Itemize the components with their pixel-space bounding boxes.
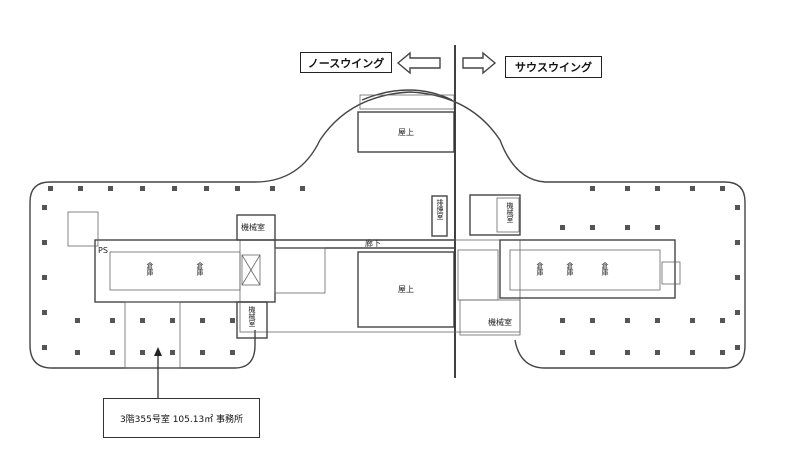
warehouse-s3-label: 倉庫	[601, 261, 609, 277]
column	[78, 186, 83, 191]
column	[140, 318, 145, 323]
warehouse-s2-label: 倉庫	[566, 261, 574, 277]
column	[735, 310, 740, 315]
column	[42, 345, 47, 350]
column	[75, 318, 80, 323]
column	[735, 275, 740, 280]
structural-columns	[42, 186, 740, 355]
room-callout: 3階355号室 105.13㎡ 事務所	[103, 398, 260, 438]
column	[200, 350, 205, 355]
column	[140, 350, 145, 355]
column	[270, 186, 275, 191]
column	[560, 225, 565, 230]
south-wing-label: サウスウイング	[505, 56, 602, 78]
column	[300, 186, 305, 191]
column	[42, 275, 47, 280]
column	[230, 350, 235, 355]
column	[625, 225, 630, 230]
corridor-label: 廊下	[365, 238, 381, 248]
column	[108, 186, 113, 191]
column	[42, 240, 47, 245]
machine-room-se-label: 機械室	[488, 317, 512, 327]
north-wing-label: ノースウイング	[300, 52, 392, 73]
column	[590, 318, 595, 323]
column	[735, 345, 740, 350]
column	[590, 186, 595, 191]
column	[42, 310, 47, 315]
column	[655, 350, 660, 355]
column	[110, 350, 115, 355]
column	[625, 350, 630, 355]
column	[42, 205, 47, 210]
column	[735, 240, 740, 245]
column	[170, 318, 175, 323]
column	[204, 186, 209, 191]
warehouse-s1-label: 倉庫	[536, 261, 544, 277]
column	[170, 350, 175, 355]
column	[48, 186, 53, 191]
column	[200, 318, 205, 323]
column	[655, 225, 660, 230]
machine-room-sw-label: 機械室	[248, 305, 256, 327]
column	[75, 350, 80, 355]
column	[720, 186, 725, 191]
column	[590, 350, 595, 355]
column	[690, 318, 695, 323]
south-wing-outline	[514, 181, 746, 369]
warehouse-n1-label: 倉庫	[146, 261, 154, 277]
arrow-right-icon	[462, 51, 497, 75]
column	[690, 350, 695, 355]
column	[655, 318, 660, 323]
column	[230, 318, 235, 323]
arrow-left-icon	[396, 51, 441, 75]
column	[590, 225, 595, 230]
central-curve	[254, 91, 546, 183]
machine-room-ne-label: 機械室	[506, 201, 514, 223]
column	[690, 186, 695, 191]
column	[110, 318, 115, 323]
column	[720, 318, 725, 323]
column	[140, 186, 145, 191]
machine-room-nw-label: 機械室	[241, 222, 265, 232]
column	[625, 186, 630, 191]
column	[735, 205, 740, 210]
column	[235, 186, 240, 191]
column	[560, 318, 565, 323]
column	[172, 186, 177, 191]
column	[560, 350, 565, 355]
north-wing-outline	[29, 181, 256, 369]
roof-north-label: 屋上	[398, 128, 414, 137]
roof-center-label: 屋上	[398, 285, 414, 294]
column	[720, 350, 725, 355]
column	[655, 186, 660, 191]
smoke-room-label: 排煙室	[436, 198, 444, 220]
column	[625, 318, 630, 323]
warehouse-n2-label: 倉庫	[196, 261, 204, 277]
ps-label: PS	[98, 246, 108, 255]
